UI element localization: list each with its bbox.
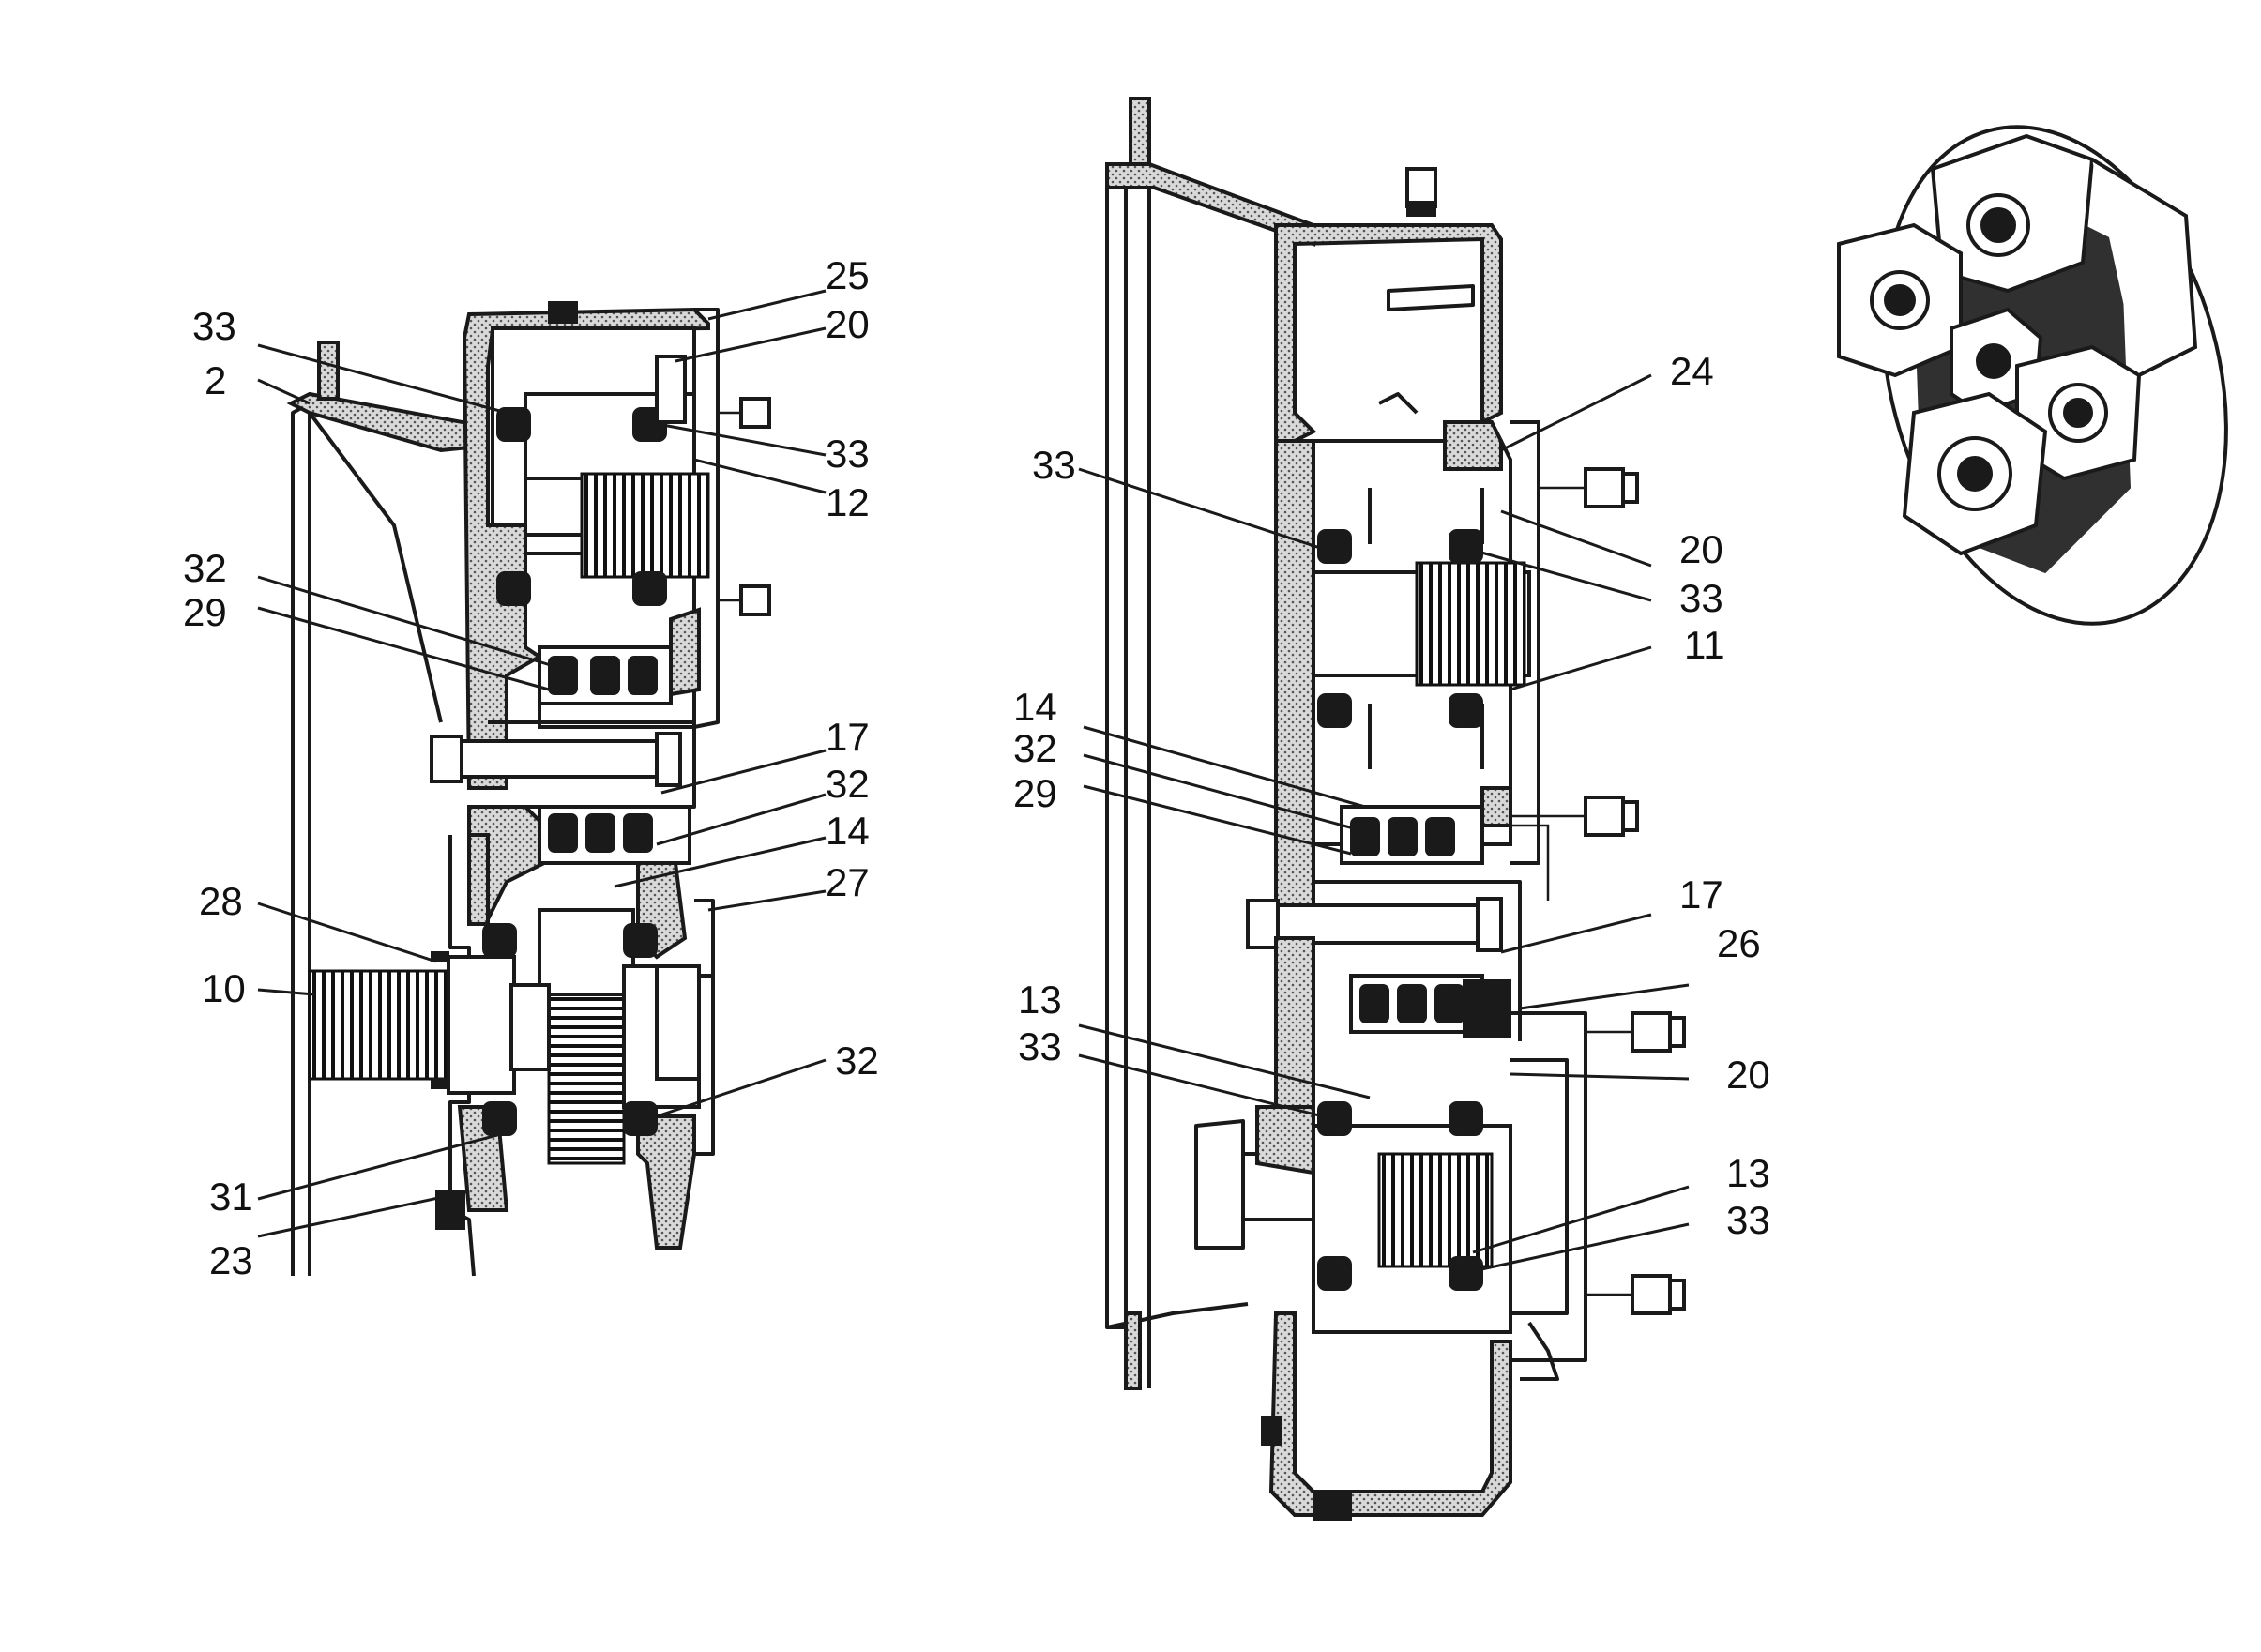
- left-flange-casting: [286, 391, 490, 453]
- right-breather-plug: [1405, 167, 1437, 208]
- callout-label: 20: [1679, 527, 1723, 571]
- callout-label: 26: [1717, 921, 1761, 965]
- callout-label: 24: [1670, 349, 1714, 393]
- callout-label: 32: [183, 546, 227, 590]
- callout-label: 17: [826, 715, 870, 759]
- callout-label: 33: [1679, 576, 1723, 620]
- right-top-housing: [1274, 223, 1503, 443]
- callout-label: 12: [826, 480, 870, 524]
- callout-label: 33: [1726, 1198, 1770, 1242]
- callout-label: 13: [1726, 1151, 1770, 1195]
- right-section-view: [1105, 97, 1686, 1521]
- callout-label: 33: [1018, 1024, 1062, 1068]
- right-studs: [1510, 467, 1686, 1315]
- callout-label: 29: [1013, 771, 1057, 815]
- callout-label: 32: [835, 1038, 879, 1083]
- right-nut-icon: [1584, 467, 1625, 508]
- callout-label: 20: [1726, 1053, 1770, 1097]
- callout-label: 14: [1013, 685, 1057, 729]
- callout-label: 14: [826, 809, 870, 853]
- left-section-view: [286, 301, 771, 1277]
- right-frame-plate: [1124, 162, 1151, 1388]
- callout-label: 10: [202, 966, 246, 1010]
- callout-label: 11: [1684, 623, 1725, 667]
- callout-label: 31: [209, 1175, 253, 1219]
- callout-label: 32: [1013, 726, 1057, 770]
- callout-label: 33: [1032, 443, 1076, 487]
- callout-label: 27: [826, 860, 870, 904]
- callout-label: 33: [192, 304, 236, 348]
- left-callouts: 33 2 25 20 33 12 32 29 17 32 14 27 28 10…: [183, 253, 879, 1282]
- callout-label: 29: [183, 590, 227, 634]
- callout-label: 2: [205, 358, 226, 402]
- right-callouts: 24 33 20 33 11 14 32 29 17 26 13 33 20 1…: [1013, 349, 1770, 1242]
- left-nut-icon: [739, 397, 771, 429]
- callout-label: 32: [826, 762, 870, 806]
- callout-label: 28: [199, 879, 243, 923]
- callout-label: 17: [1679, 872, 1723, 917]
- callout-label: 20: [826, 302, 870, 346]
- right-bottom-sump: [1268, 1311, 1512, 1517]
- left-center-bolt: [458, 739, 677, 779]
- gearbox-3d-view: [1837, 125, 2228, 626]
- leader-lines: [257, 289, 1690, 1273]
- right-lower-housing: [1274, 936, 1315, 1128]
- callout-label: 13: [1018, 978, 1062, 1022]
- callout-label: 23: [209, 1238, 253, 1282]
- callout-label: 25: [826, 253, 870, 297]
- callout-label: 33: [826, 432, 870, 476]
- left-splined-shaft: [308, 969, 452, 1081]
